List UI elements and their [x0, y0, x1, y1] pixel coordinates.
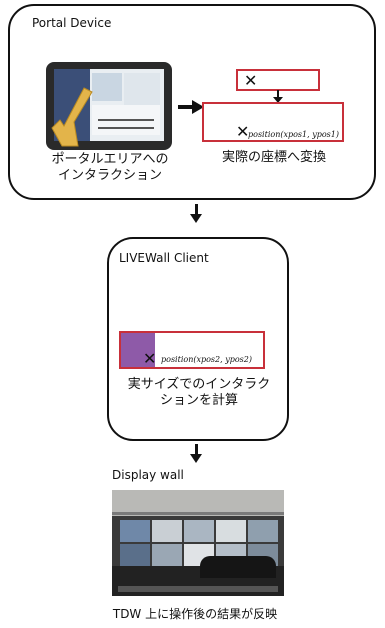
portal-device-title: Portal Device [32, 16, 112, 30]
portal-device-box: Portal Device ✕ ✕ position(xpos1, ypos1)… [8, 4, 376, 200]
position-label-2: position(xpos2, ypos2) [161, 355, 252, 364]
tablet-screen [54, 69, 164, 141]
right-arrow-icon [178, 100, 204, 114]
purple-region [121, 333, 155, 367]
client-position-frame: ✕ position(xpos2, ypos2) [119, 331, 265, 369]
cross-mark-icon: ✕ [244, 71, 258, 90]
livewall-client-box: LIVEWall Client ✕ position(xpos2, ypos2)… [107, 237, 289, 441]
client-caption: 実サイズでのインタラク ションを計算 [127, 377, 271, 408]
tablet-icon [46, 62, 172, 150]
display-wall-title: Display wall [112, 468, 184, 482]
down-arrow-small-icon [273, 90, 283, 103]
interaction-caption: ポータルエリアへの インタラクション [51, 152, 169, 183]
cross-mark-icon: ✕ [143, 349, 157, 368]
cross-mark-icon: ✕ [236, 122, 250, 141]
display-wall-photo [112, 490, 284, 596]
position-label-1: position(xpos1, ypos1) [248, 130, 339, 139]
livewall-client-title: LIVEWall Client [119, 251, 209, 265]
display-wall-caption: TDW 上に操作後の結果が反映 [112, 607, 278, 621]
conversion-caption: 実際の座標へ変換 [221, 150, 326, 165]
small-position-frame: ✕ [236, 69, 320, 91]
large-position-frame: ✕ position(xpos1, ypos1) [202, 102, 344, 142]
hand-pointer-icon [51, 87, 93, 147]
